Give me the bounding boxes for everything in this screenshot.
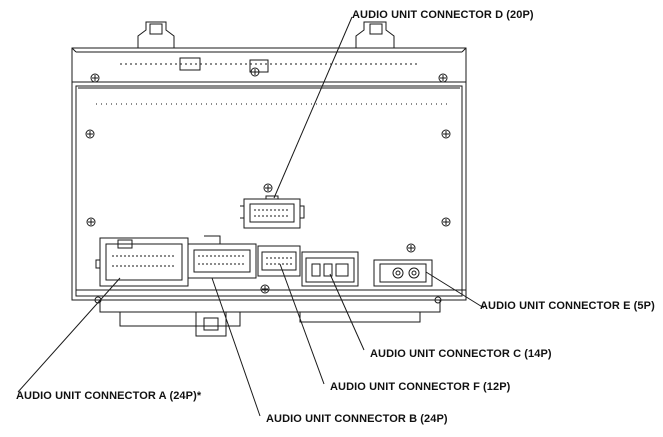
connector-f (257, 245, 301, 277)
label-connector-b: AUDIO UNIT CONNECTOR B (24P) (266, 413, 448, 425)
mounting-screws (85, 67, 451, 304)
top-mounting-tabs (137, 21, 395, 48)
connector-a (95, 237, 189, 287)
label-connector-c: AUDIO UNIT CONNECTOR C (14P) (370, 348, 552, 360)
bottom-bracket (195, 312, 227, 337)
label-connector-e: AUDIO UNIT CONNECTOR E (5P) (480, 300, 655, 312)
label-connector-f: AUDIO UNIT CONNECTOR F (12P) (330, 381, 511, 393)
label-connector-a: AUDIO UNIT CONNECTOR A (24P)* (16, 390, 202, 402)
connector-b (187, 235, 257, 279)
label-connector-d: AUDIO UNIT CONNECTOR D (20P) (352, 9, 534, 21)
connector-c (301, 251, 359, 287)
leader-lines (17, 16, 485, 417)
unit-top-cover (71, 47, 467, 83)
connector-e (373, 259, 433, 287)
connector-d (240, 195, 305, 229)
unit-body (71, 81, 467, 327)
